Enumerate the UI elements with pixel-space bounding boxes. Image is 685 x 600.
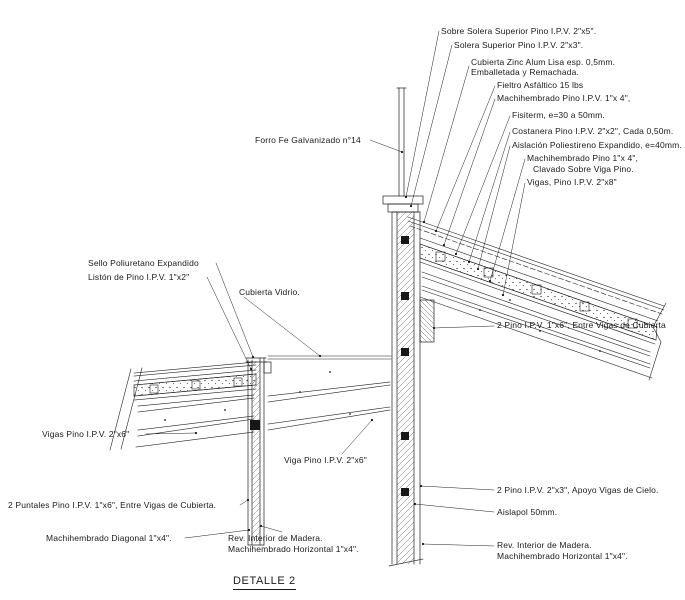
roof-right-sloped xyxy=(407,216,667,381)
label-machihembrado-viga-line2: Clavado Sobre Viga Pino. xyxy=(533,164,634,174)
label-liston-pino: Listón de Pino I.P.V. 1"x2" xyxy=(88,272,190,282)
post-left-section xyxy=(245,357,272,546)
label-cubierta-zinc-line1: Cubierta Zinc Alum Lisa esp. 0,5mm. xyxy=(471,57,616,67)
label-sobre-solera: Sobre Solera Superior Pino I.P.V. 2"x5". xyxy=(441,26,597,36)
flashing-forro-galvanizado xyxy=(396,87,407,197)
label-machihembrado-diagonal: Machihembrado Diagonal 1"x4". xyxy=(46,533,172,543)
label-vigas-2x8: Vigas, Pino I.P.V. 2"x8" xyxy=(527,177,617,187)
blocking-1x6-section xyxy=(419,299,435,343)
label-forro-galvanizado: Forro Fe Galvanizado n°14 xyxy=(255,135,361,145)
label-costanera: Costanera Pino I.P.V. 2"x2", Cada 0,50m. xyxy=(512,126,674,136)
label-rev-interior-right-line1: Rev. Interior de Madera. xyxy=(497,540,592,550)
label-fisiterm: Fisiterm, e=30 a 50mm. xyxy=(512,110,605,120)
wall-column-section xyxy=(382,195,435,567)
label-puntales: 2 Puntales Pino I.P.V. 1"x6", Entre Viga… xyxy=(8,500,217,510)
label-fieltro: Fieltro Asfáltico 15 lbs xyxy=(497,80,584,90)
label-vigas-2x6: Vigas Pino I.P.V. 2"x6" xyxy=(42,429,130,439)
label-machihembrado-viga-line1: Machihembrado Pino 1"x 4", xyxy=(527,153,639,163)
label-rev-interior-left-line1: Rev. Interior de Madera. xyxy=(228,533,323,543)
label-pino-1x6: 2 Pino I.P.V. 1"x6", Entre Vigas de Cubi… xyxy=(497,320,666,330)
ceiling-vigas-middle xyxy=(267,371,391,431)
label-sello-poliuretano: Sello Poliuretano Expandido xyxy=(88,258,199,268)
label-viga-2x6: Viga Pino I.P.V. 2"x6" xyxy=(284,455,367,465)
label-cubierta-vidrio: Cubierta Vidrio. xyxy=(239,287,300,297)
label-solera: Solera Superior Pino I.P.V. 2"x3". xyxy=(454,40,584,50)
label-machihembrado-cubierta: Machihembrado Pino I.P.V. 1"x 4", xyxy=(497,93,631,103)
glass-skylight xyxy=(267,355,392,360)
roof-left-band xyxy=(109,361,257,451)
label-aislapol: Aislapol 50mm. xyxy=(497,507,558,517)
label-pino-2x3: 2 Pino I.P.V. 2"x3", Apoyo Vigas de Ciel… xyxy=(497,485,659,495)
label-aislacion: Aislación Poliestireno Expandido, e=40mm… xyxy=(512,140,682,150)
label-rev-interior-right-line2: Machihembrado Horizontal 1"x4". xyxy=(497,551,628,561)
label-rev-interior-left-line2: Machihembrado Horizontal 1"x4". xyxy=(228,544,359,554)
leader-lines xyxy=(145,30,526,547)
label-cubierta-zinc-line2: Emballetada y Remachada. xyxy=(471,67,580,77)
drawing-title: DETALLE 2 xyxy=(233,575,296,590)
